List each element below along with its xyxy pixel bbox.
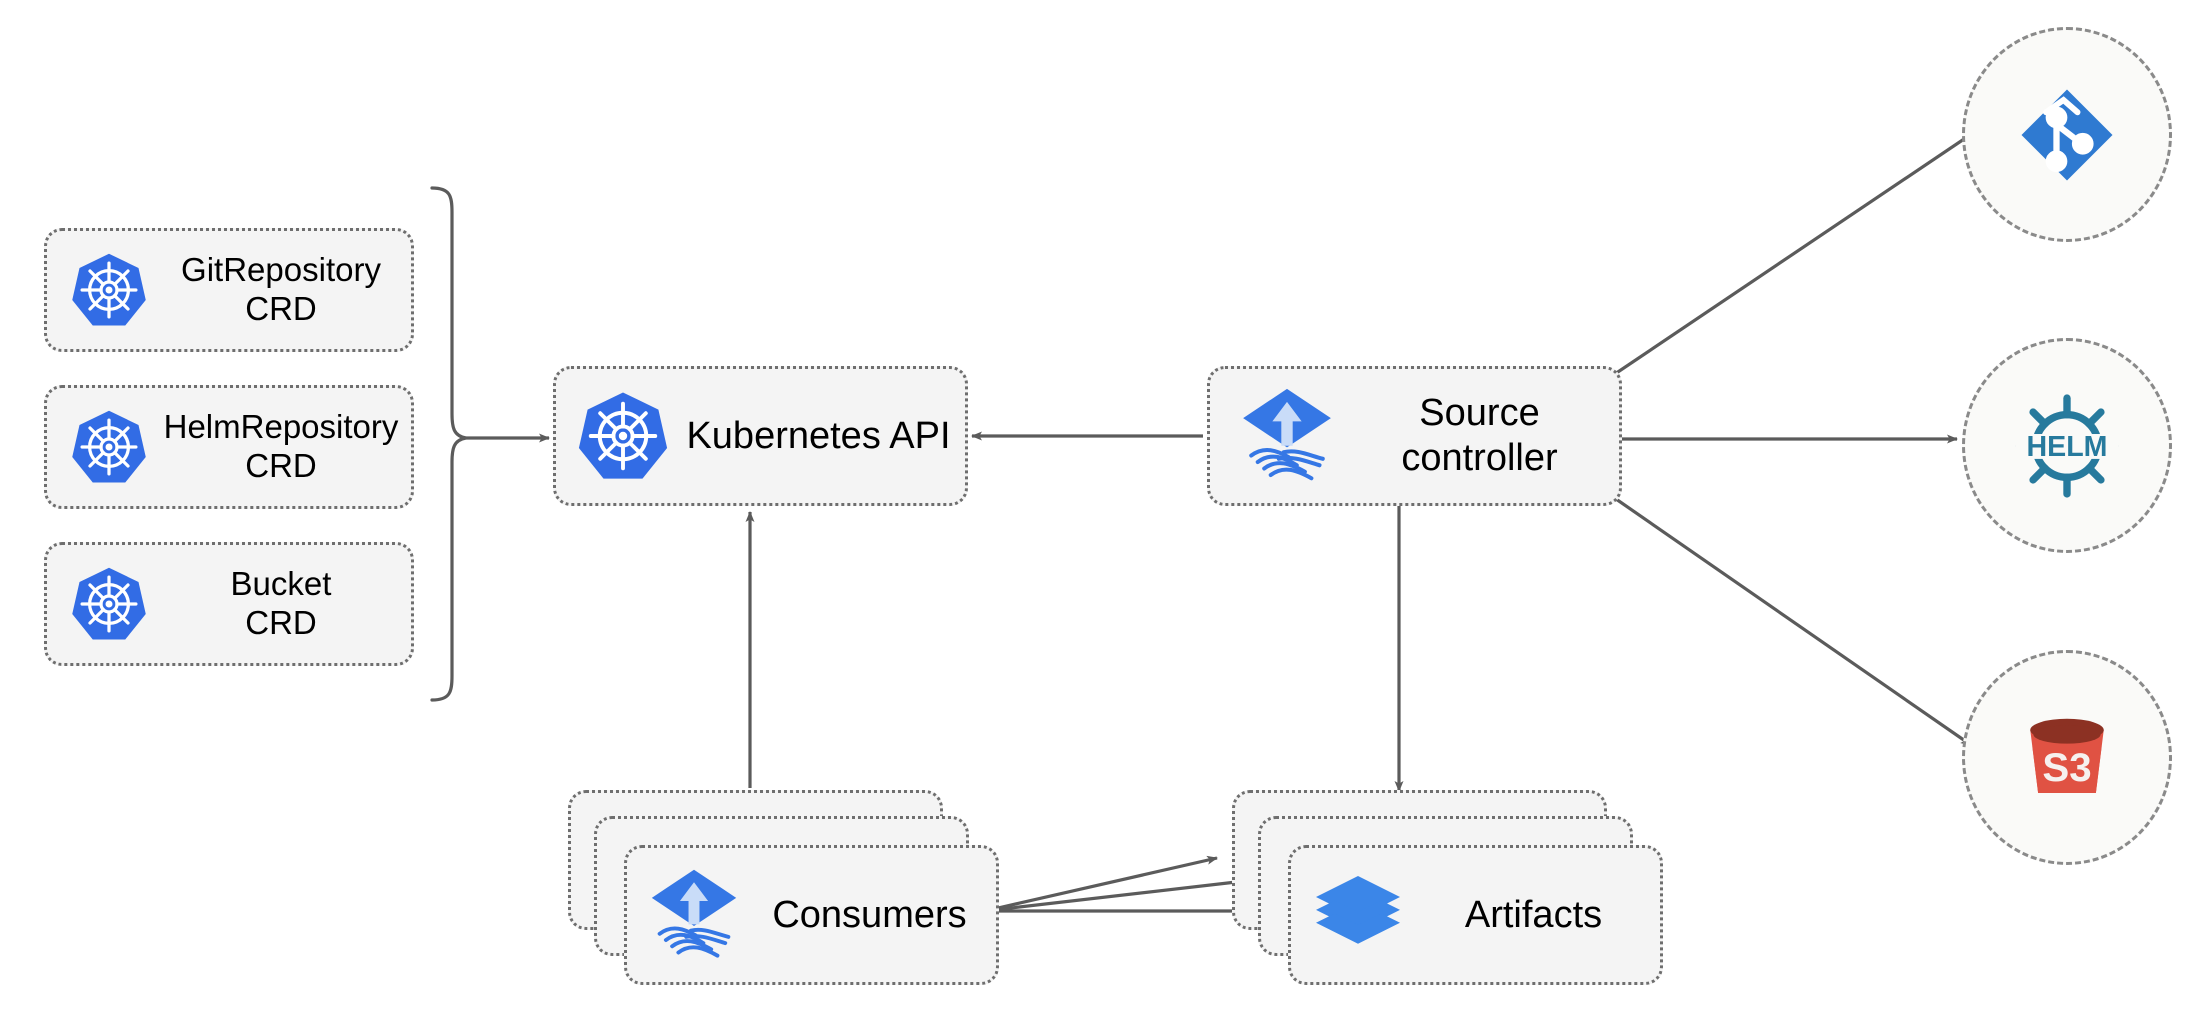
target-git[interactable] <box>1962 27 2172 242</box>
node-artifacts[interactable]: Artifacts <box>1288 845 1663 985</box>
node-label: Consumers <box>772 893 967 936</box>
node-kubernetes-api[interactable]: Kubernetes API <box>553 366 968 506</box>
kubernetes-icon <box>61 556 157 652</box>
helm-wordmark: HELM <box>2027 430 2108 462</box>
kubernetes-icon <box>61 399 157 495</box>
node-label: Source controller <box>1401 392 1558 479</box>
helm-icon: HELM <box>2008 387 2126 505</box>
node-gitrepository-crd[interactable]: GitRepository CRD <box>44 228 414 352</box>
kubernetes-icon <box>61 242 157 338</box>
kubernetes-icon <box>568 381 678 491</box>
target-s3[interactable]: S3 <box>1962 650 2172 865</box>
node-label: HelmRepository CRD <box>163 408 399 484</box>
node-label: Kubernetes API <box>686 414 951 457</box>
node-label: Artifacts <box>1464 893 1603 936</box>
node-label: Bucket CRD <box>230 565 332 641</box>
s3-icon: S3 <box>2011 702 2123 814</box>
node-artifacts-stack: Artifacts <box>1232 790 1692 990</box>
s3-wordmark: S3 <box>2042 744 2091 789</box>
target-helm[interactable]: HELM <box>1962 338 2172 553</box>
layers-icon <box>1303 860 1413 970</box>
node-label: GitRepository CRD <box>181 251 381 327</box>
node-consumers[interactable]: Consumers <box>624 845 999 985</box>
node-bucket-crd[interactable]: Bucket CRD <box>44 542 414 666</box>
node-helmrepository-crd[interactable]: HelmRepository CRD <box>44 385 414 509</box>
git-icon <box>2011 79 2123 191</box>
edge-source-controller-to-git <box>1602 131 1974 384</box>
flux-icon <box>639 860 749 970</box>
edge-source-controller-to-s3 <box>1602 488 1972 747</box>
flux-icon <box>1228 377 1346 495</box>
node-consumers-stack: Consumers <box>568 790 1028 990</box>
node-source-controller[interactable]: Source controller <box>1207 366 1622 506</box>
crd-group-brace <box>430 186 467 702</box>
